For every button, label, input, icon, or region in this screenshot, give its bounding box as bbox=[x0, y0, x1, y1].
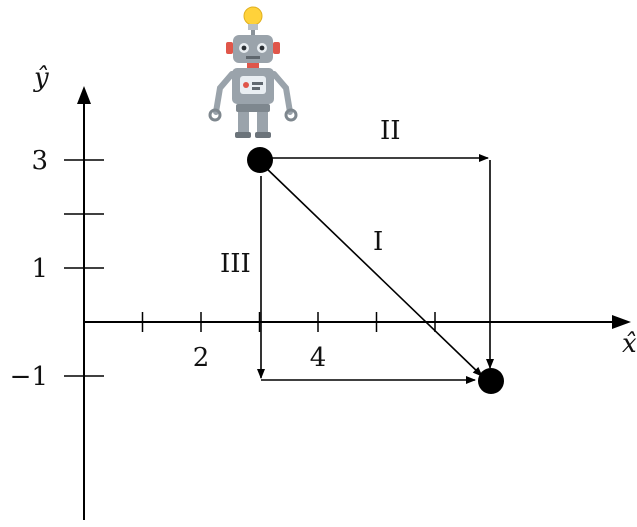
lightbulb-icon bbox=[243, 6, 263, 36]
x-axis-arrowhead bbox=[612, 315, 631, 329]
y-tick-label: 3 bbox=[31, 146, 48, 176]
path-ii: II bbox=[263, 116, 494, 369]
x-axis-label: x̂ bbox=[622, 329, 637, 359]
y-axis-label: ŷ bbox=[33, 63, 49, 93]
path-iii: III bbox=[220, 176, 476, 384]
end-point bbox=[478, 368, 504, 394]
path-i-label: I bbox=[373, 227, 383, 257]
y-axis-arrowhead bbox=[77, 86, 91, 104]
y-tick-label: 1 bbox=[31, 254, 48, 284]
robot-icon bbox=[208, 6, 298, 138]
x-tick-label: 4 bbox=[310, 343, 327, 373]
start-point bbox=[247, 147, 273, 173]
path-i: I bbox=[262, 164, 483, 377]
y-tick-label: −1 bbox=[10, 362, 48, 392]
path-i-diagonal-arrow bbox=[262, 164, 483, 377]
path-iii-label: III bbox=[220, 249, 251, 279]
path-ii-label: II bbox=[380, 116, 401, 146]
x-tick-label: 2 bbox=[193, 343, 210, 373]
y-ticks: 3 1 −1 bbox=[10, 146, 104, 392]
